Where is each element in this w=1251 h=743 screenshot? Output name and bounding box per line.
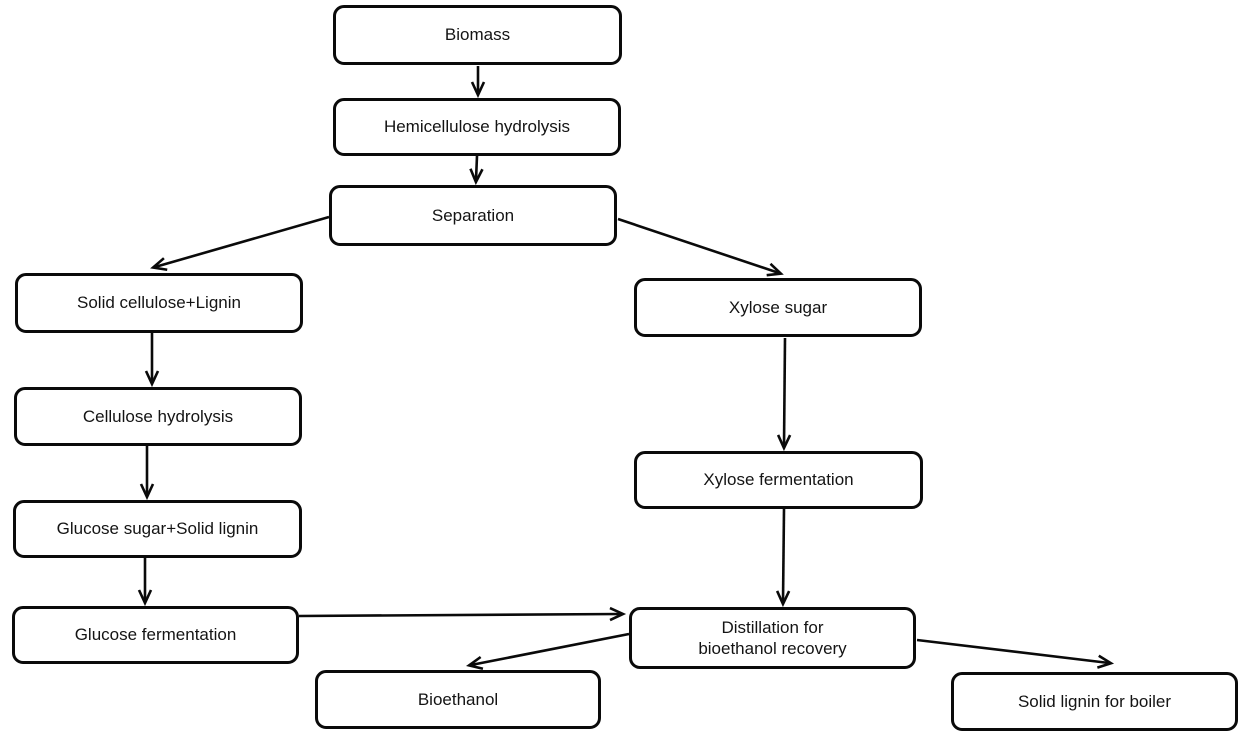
node-bioethanol: Bioethanol (315, 670, 601, 729)
node-distillation-label-line2: bioethanol recovery (698, 639, 847, 658)
node-solid-cellulose-lignin: Solid cellulose+Lignin (15, 273, 303, 333)
node-cellulose-hydrolysis-label: Cellulose hydrolysis (82, 406, 234, 426)
edge-distillation-to-bioethanol (465, 632, 630, 671)
node-distillation: Distillation for bioethanol recovery (629, 607, 916, 669)
node-solid-lignin-for-boiler: Solid lignin for boiler (951, 672, 1238, 731)
node-separation-label: Separation (431, 205, 515, 225)
node-xylose-sugar: Xylose sugar (634, 278, 922, 337)
node-glucose-fermentation-label: Glucose fermentation (74, 625, 237, 645)
edge-distillation-to-solid-lignin-boiler (916, 638, 1115, 669)
edge-separation-to-xylose-sugar (617, 217, 784, 277)
edge-xylose-sugar-to-xylose-fermentation (776, 337, 792, 452)
edge-glucose-fermentation-to-distillation (298, 606, 627, 622)
node-bioethanol-label: Bioethanol (417, 689, 499, 709)
edge-xylose-fermentation-to-distillation (775, 508, 791, 608)
node-hemicellulose-hydrolysis-label: Hemicellulose hydrolysis (383, 117, 571, 137)
node-biomass: Biomass (333, 5, 622, 65)
node-glucose-fermentation: Glucose fermentation (12, 606, 299, 664)
node-solid-lignin-for-boiler-label: Solid lignin for boiler (1017, 691, 1172, 711)
node-cellulose-hydrolysis: Cellulose hydrolysis (14, 387, 302, 446)
node-xylose-fermentation-label: Xylose fermentation (703, 470, 854, 490)
edge-separation-to-solid-cellulose-lignin (150, 215, 330, 272)
node-separation: Separation (329, 185, 617, 246)
node-distillation-label: Distillation for bioethanol recovery (698, 617, 846, 659)
node-solid-cellulose-lignin-label: Solid cellulose+Lignin (77, 293, 241, 313)
edge-hemicellulose-to-separation (469, 155, 484, 186)
node-xylose-sugar-label: Xylose sugar (728, 297, 828, 317)
node-xylose-fermentation: Xylose fermentation (634, 451, 923, 509)
node-biomass-label: Biomass (444, 25, 511, 45)
node-glucose-sugar-solid-lignin: Glucose sugar+Solid lignin (13, 500, 302, 558)
node-hemicellulose-hydrolysis: Hemicellulose hydrolysis (333, 98, 621, 156)
node-glucose-sugar-solid-lignin-label: Glucose sugar+Solid lignin (56, 519, 259, 539)
node-distillation-label-line1: Distillation for (721, 617, 824, 637)
